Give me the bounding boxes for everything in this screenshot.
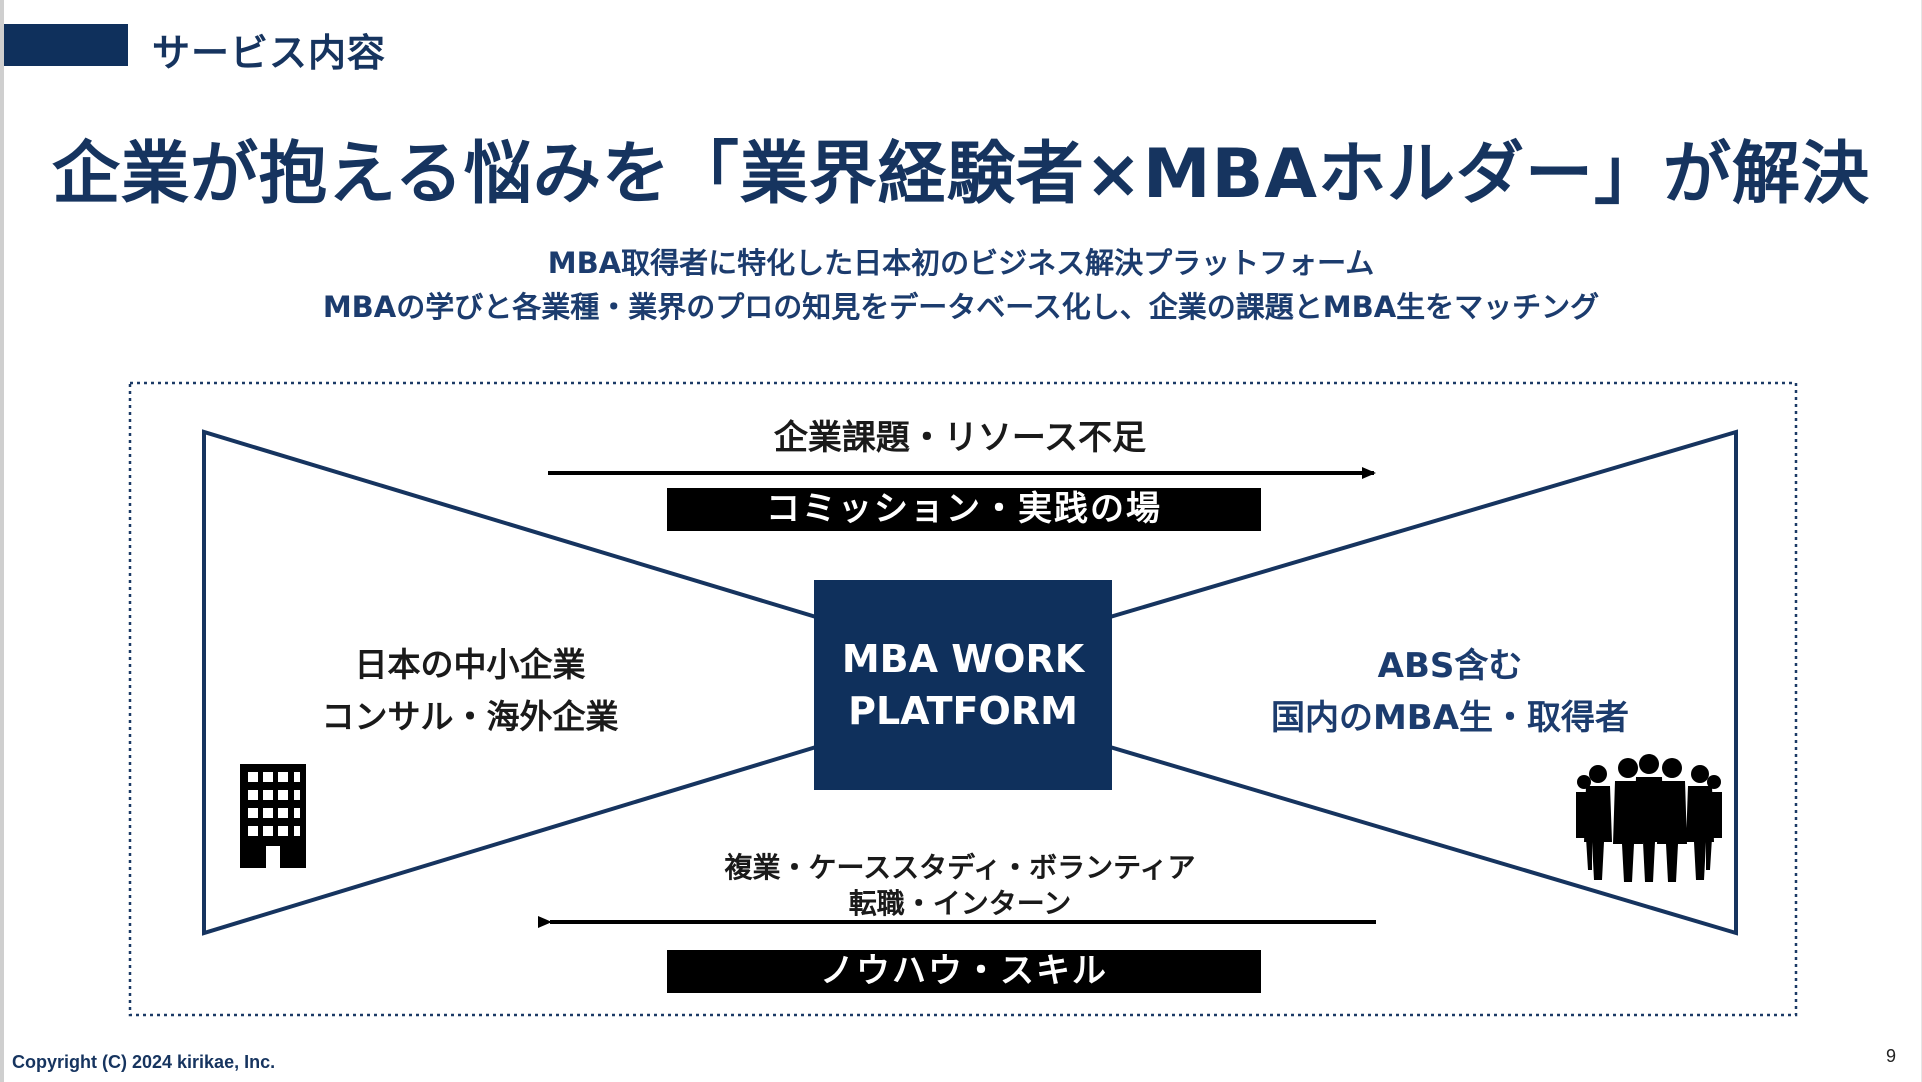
top-flow-box: コミッション・実践の場	[667, 488, 1261, 531]
subtitle-line-1: MBA取得者に特化した日本初のビジネス解決プラットフォーム	[547, 246, 1375, 280]
platform-name-line1: MBA WORK	[841, 637, 1085, 681]
bottom-flow-label-line1: 複業・ケーススタディ・ボランティア	[724, 851, 1196, 884]
subtitle-line-2: MBAの学びと各業種・業界のプロの知見をデータベース化し、企業の課題とMBA生を…	[322, 290, 1600, 324]
footer-copyright: Copyright (C) 2024 kirikae, Inc.	[12, 1052, 276, 1072]
bottom-flow-label-line2: 転職・インターン	[848, 887, 1072, 920]
left-party-line2: コンサル・海外企業	[321, 697, 619, 736]
right-party-line2: 国内のMBA生・取得者	[1270, 698, 1630, 738]
slide-left-edge	[0, 0, 4, 1082]
top-flow-label: 企業課題・リソース不足	[773, 418, 1147, 458]
left-party-line1: 日本の中小企業	[354, 645, 586, 684]
section-title: サービス内容	[152, 31, 387, 75]
platform-box: MBA WORK PLATFORM	[814, 580, 1112, 790]
right-party-line1: ABS含む	[1377, 646, 1523, 686]
page-number: 9	[1886, 1046, 1897, 1066]
building-icon	[240, 764, 306, 868]
people-icon	[1576, 754, 1722, 882]
platform-name-line2: PLATFORM	[848, 689, 1078, 733]
bottom-flow-box: ノウハウ・スキル	[667, 950, 1261, 993]
page-headline: 企業が抱える悩みを「業界経験者×MBAホルダー」が解決	[51, 135, 1871, 214]
dotted-frame	[128, 381, 1798, 1017]
section-accent-bar	[4, 24, 128, 66]
